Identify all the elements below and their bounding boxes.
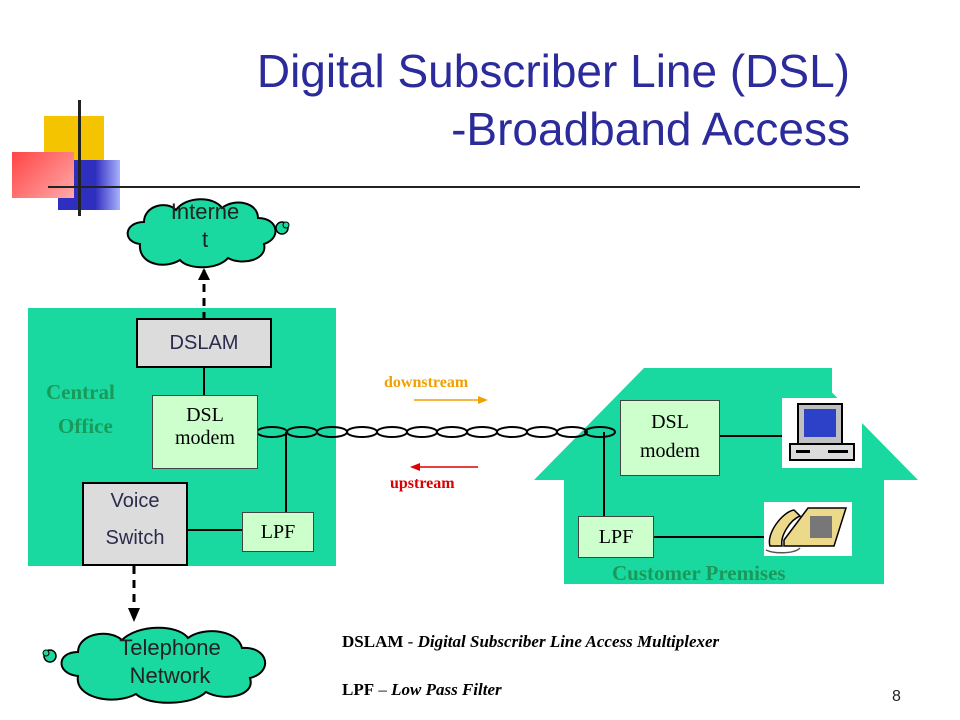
cp-dsl-modem-box: DSL modem <box>620 400 720 476</box>
page-number: 8 <box>892 688 901 705</box>
co-dsl-modem-line1: DSL <box>186 404 224 426</box>
legend-dslam-sep: - <box>403 632 418 651</box>
telephone-network-cloud-shape <box>42 626 267 704</box>
upstream-label: upstream <box>390 475 455 492</box>
internet-cloud-shape <box>126 198 290 269</box>
cp-dsl-modem-line1: DSL <box>651 411 689 433</box>
central-office-label-line2: Office <box>58 414 113 438</box>
co-dsl-modem-line2: modem <box>175 427 235 449</box>
cp-dsl-modem-line2: modem <box>640 440 700 462</box>
downstream-label: downstream <box>384 374 469 391</box>
legend-lpf-term: LPF <box>342 680 375 699</box>
telephone-network-label: Telephone Network <box>100 634 240 690</box>
dslam-box: DSLAM <box>136 318 272 368</box>
internet-label: Interne t <box>150 198 260 254</box>
slide-title-line2: -Broadband Access <box>451 103 850 155</box>
central-office-label-line1: Central <box>46 380 115 404</box>
internet-label-line2: t <box>201 227 209 252</box>
vertical-line <box>78 100 81 216</box>
voice-switch-line2: Switch <box>105 527 165 549</box>
dslam-label: DSLAM <box>169 332 239 354</box>
legend-dslam-term: DSLAM <box>342 632 404 651</box>
internet-label-line1: Interne <box>170 199 240 224</box>
red-square <box>12 152 74 198</box>
telephone-network-label-line1: Telephone <box>119 635 221 660</box>
slide-title-line1: Digital Subscriber Line (DSL) <box>256 45 850 97</box>
legend-dslam: DSLAM - Digital Subscriber Line Access M… <box>342 632 719 652</box>
legend-lpf-sep: – <box>374 680 392 699</box>
co-lpf-box: LPF <box>242 512 314 552</box>
customer-premises-label: Customer Premises <box>612 561 786 585</box>
voice-switch-line1: Voice <box>110 490 160 512</box>
decorative-corner <box>0 100 860 220</box>
voice-switch-box: Voice Switch <box>82 482 188 566</box>
legend-lpf-definition: Low Pass Filter <box>391 680 502 699</box>
telephone-icon <box>764 502 852 556</box>
legend-lpf: LPF – Low Pass Filter <box>342 680 502 700</box>
computer-icon <box>782 398 862 468</box>
cp-lpf-label: LPF <box>598 526 634 548</box>
horizontal-line <box>48 186 860 188</box>
co-lpf-label: LPF <box>260 521 296 543</box>
cp-lpf-box: LPF <box>578 516 654 558</box>
co-dsl-modem-box: DSL modem <box>152 395 258 469</box>
legend-dslam-definition: Digital Subscriber Line Access Multiplex… <box>417 632 720 651</box>
telephone-network-label-line2: Network <box>129 663 211 688</box>
